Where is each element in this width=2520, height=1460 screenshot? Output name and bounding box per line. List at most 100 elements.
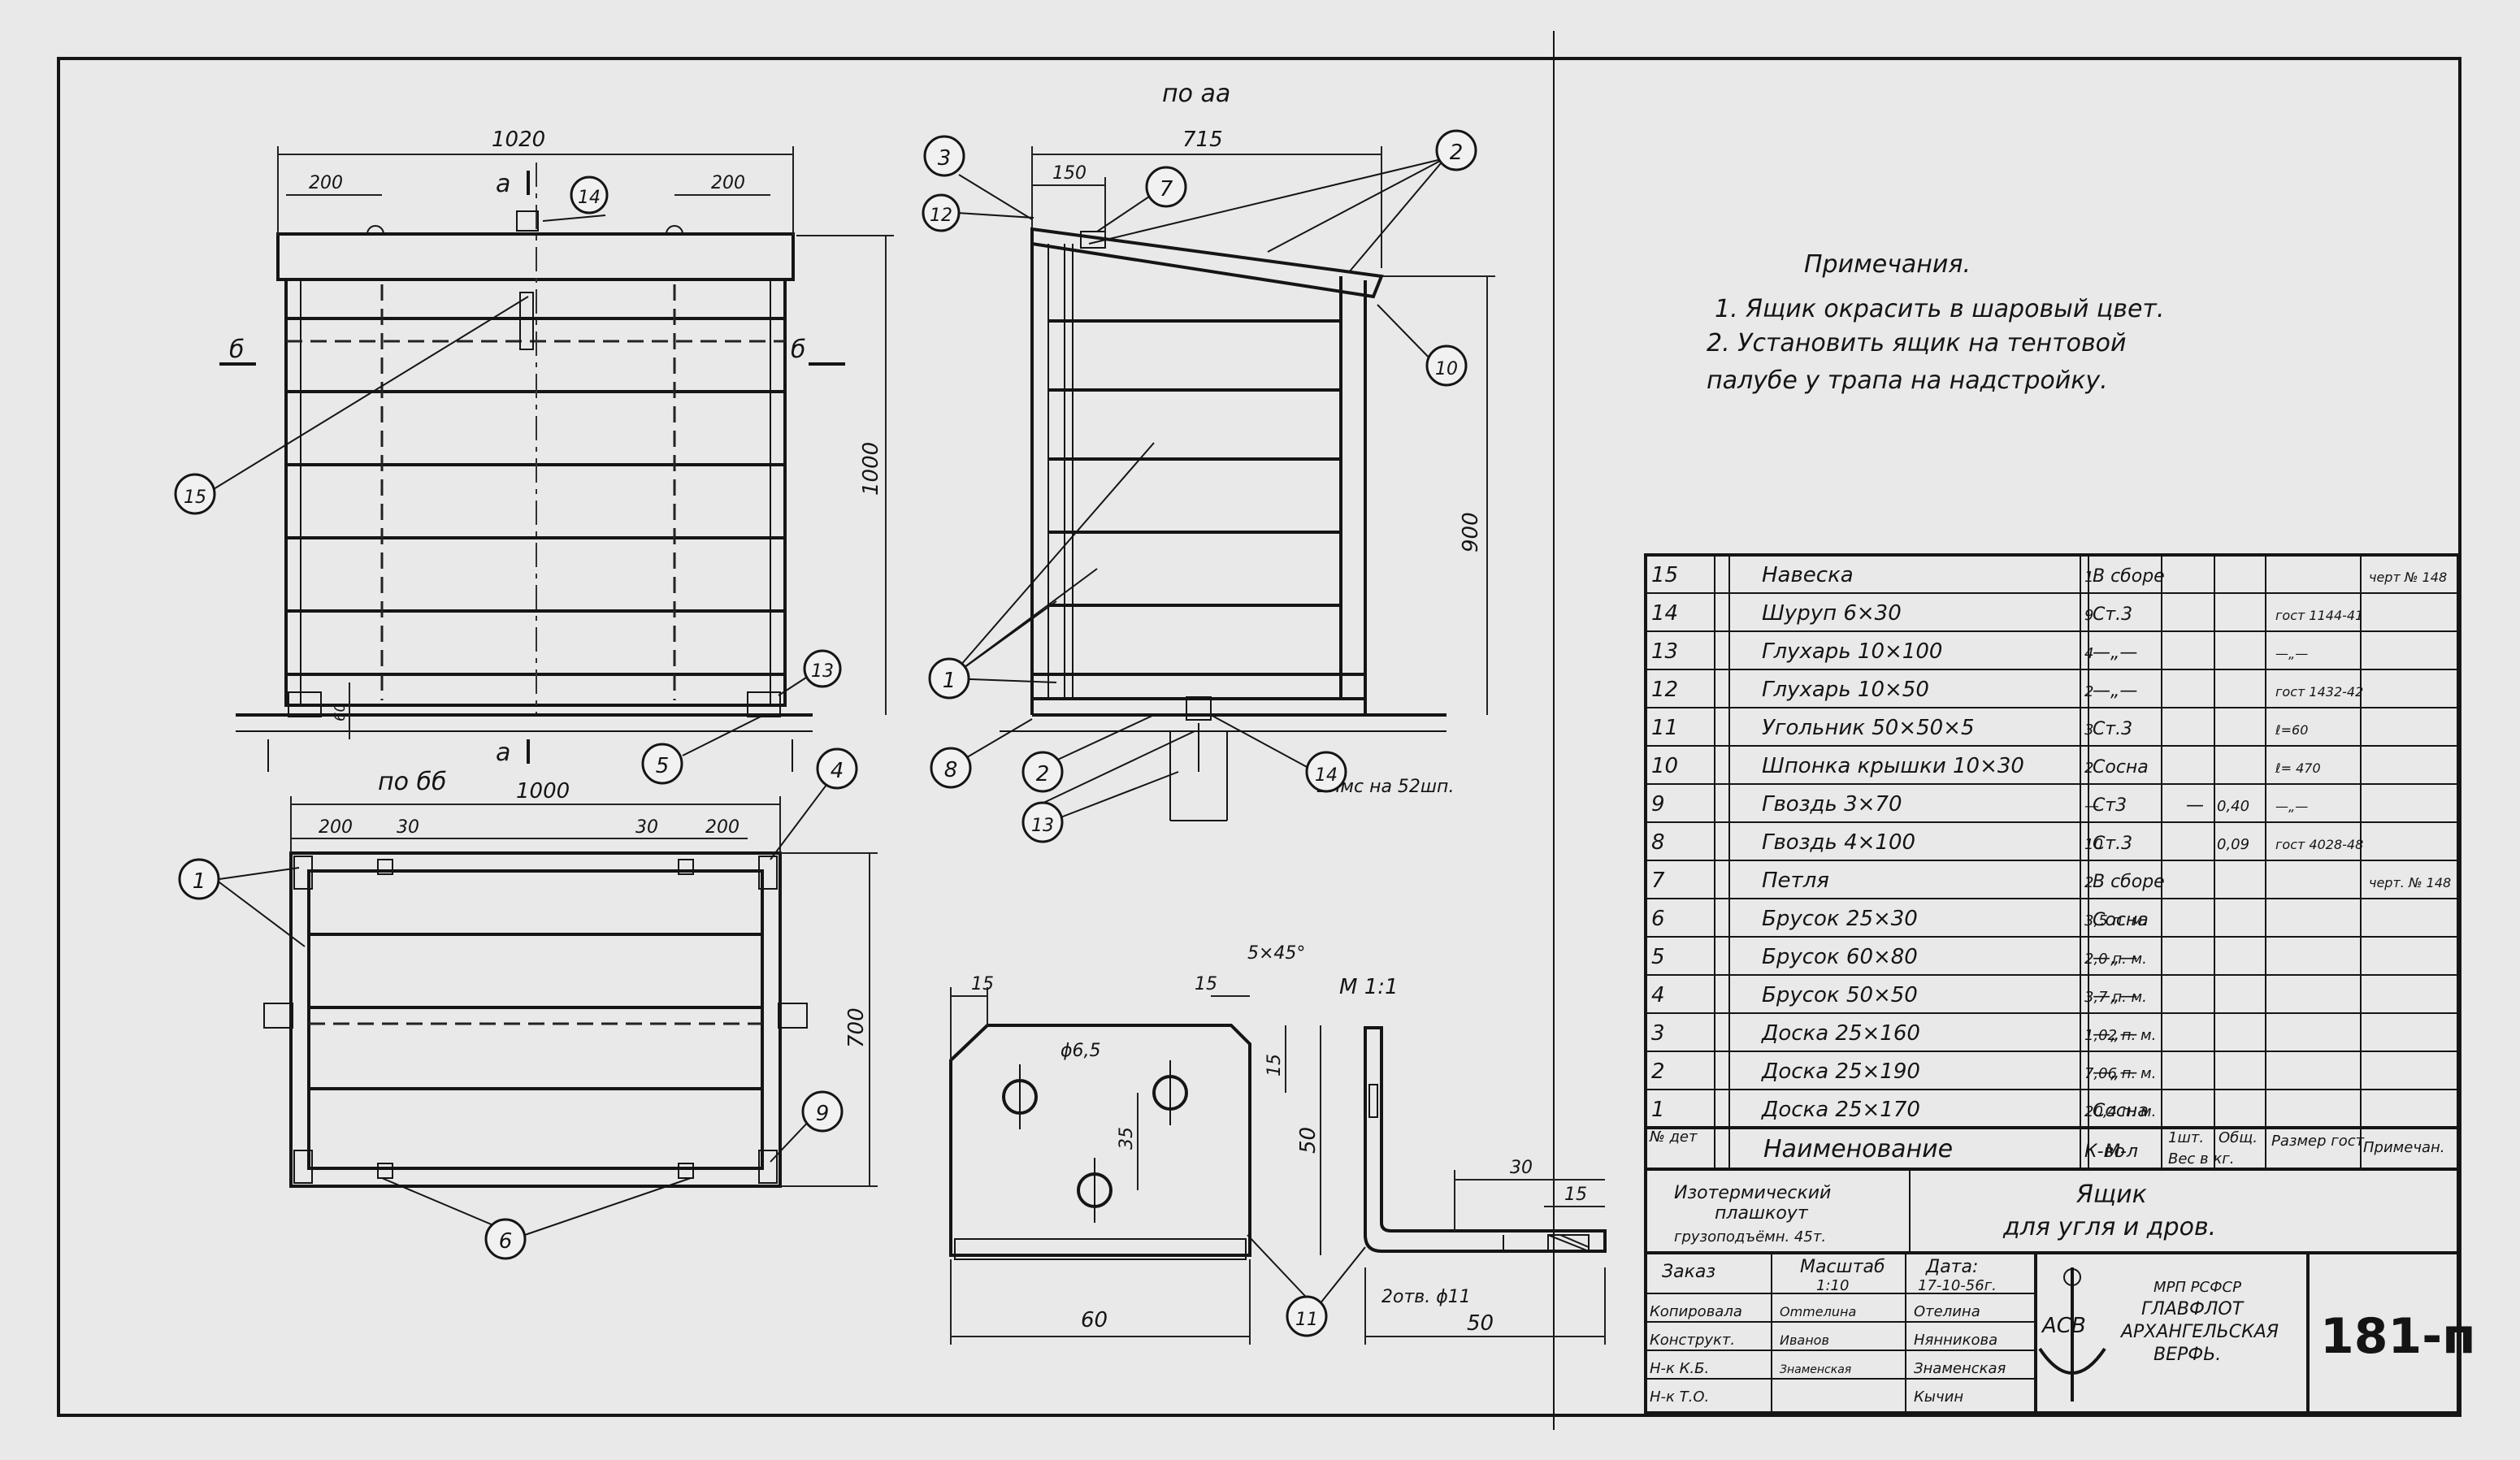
dim-det-35: 35 (1117, 1127, 1137, 1150)
item-line-2: для угля и дров. (2002, 1213, 2216, 1241)
scale-label: Масштаб (1800, 1257, 1885, 1277)
cell-size: ℓ= 470 (2275, 760, 2321, 776)
callout-10: 10 (1425, 344, 1468, 387)
callout-12: 12 (922, 193, 961, 232)
org-line-4: ВЕРФЬ. (2153, 1345, 2221, 1365)
cell-name: Доска 25×160 (1761, 1021, 1920, 1046)
cell-size: гост 1144-41 (2275, 608, 2363, 623)
header-name: Наименование (1763, 1135, 1953, 1163)
cell-name: Доска 25×170 (1761, 1098, 1920, 1122)
callout-13-front: 13 (803, 649, 842, 688)
callout-14-front: 14 (570, 175, 609, 214)
leader-lines (209, 158, 1446, 1309)
cell-qty: 9 (2084, 607, 2093, 624)
svg-text:4: 4 (831, 759, 844, 783)
svg-text:1: 1 (193, 869, 206, 894)
vessel-line-3: грузоподъёмн. 45т. (1674, 1228, 1826, 1246)
role-head-to: Н-к Т.О. (1650, 1389, 1709, 1406)
callout-6: 6 (484, 1218, 527, 1260)
cell-qty: 2,0 п. м. (2084, 951, 2147, 968)
svg-text:10: 10 (1435, 359, 1458, 379)
dim-prof-holes: 2отв. ϕ11 (1381, 1287, 1471, 1307)
cell-size: гост 1432-42 (2275, 684, 2363, 700)
dim-prof-50: 50 (1467, 1311, 1494, 1336)
detail-scale: М 1:1 (1339, 975, 1399, 999)
date-label: Дата: (1925, 1257, 1978, 1277)
scale-value: 1:10 (1816, 1277, 1849, 1294)
cell-qty: 2 (2084, 760, 2093, 777)
cell-name: Брусок 60×80 (1762, 945, 1918, 969)
svg-text:13: 13 (1031, 816, 1054, 836)
dim-prof-30: 30 (1510, 1158, 1533, 1178)
cell-no: 3 (1651, 1021, 1665, 1046)
svg-text:2: 2 (1450, 141, 1464, 165)
cell-qty: — (2084, 798, 2099, 815)
callout-14-section: 14 (1305, 751, 1347, 793)
dim-plan-depth: 700 (844, 1007, 869, 1048)
dim-det-50-v: 50 (1296, 1127, 1321, 1154)
dim-det-60: 60 (1081, 1308, 1108, 1332)
role-head-kb: Н-к К.Б. (1650, 1360, 1709, 1377)
sign-head-kb: Знаменская (1780, 1363, 1851, 1376)
section-bb-dimensions: 1000 200 30 30 200 700 (290, 779, 878, 1187)
order-label: Заказ (1662, 1262, 1715, 1282)
svg-text:9: 9 (816, 1102, 830, 1126)
cell-size: гост 4028-48 (2275, 837, 2363, 852)
cell-name: Петля (1762, 869, 1829, 893)
cell-mat: Сосна (2093, 1101, 2149, 1121)
front-dimensions: 1020 200 200 а а 1000 60 б б (219, 128, 894, 767)
cell-qty: 4 (2084, 645, 2093, 662)
cell-name: Шпонка крышки 10×30 (1762, 754, 2024, 778)
org-logo: АСВ (2038, 1267, 2106, 1402)
detail-bracket-profile (1364, 1026, 1607, 1253)
dim-plan-left: 200 (319, 817, 353, 838)
header-mat: М-л (2105, 1142, 2138, 1162)
cell-no: 15 (1651, 563, 1678, 587)
cell-mat: В сборе (2093, 566, 2165, 587)
cell-qty: 3,5 п. м. (2084, 912, 2147, 929)
vessel-line-2: плашкоут (1715, 1203, 1809, 1224)
callout-5: 5 (641, 743, 683, 785)
cell-no: 7 (1651, 869, 1665, 893)
section-mark-a-top: а (496, 170, 510, 198)
dim-plan-right: 200 (705, 817, 740, 838)
cell-name: Глухарь 10×50 (1762, 678, 1929, 702)
svg-text:5: 5 (656, 754, 670, 778)
callout-3: 3 (923, 135, 965, 177)
section-bb-view (263, 851, 808, 1188)
sign-designer: Иванов (1780, 1332, 1829, 1348)
cell-no: 2 (1651, 1059, 1665, 1084)
title-block: Изотермический плашкоут грузоподъёмн. 45… (1644, 1168, 2476, 1415)
cell-name: Гвоздь 3×70 (1762, 792, 1902, 817)
dim-det-15-v: 15 (1264, 1054, 1285, 1077)
cell-mat: —„— (2093, 1063, 2137, 1083)
cell-note: черт. № 148 (2369, 875, 2451, 890)
dim-side-width: 715 (1182, 128, 1223, 152)
cell-size: —„— (2275, 646, 2308, 661)
cell-name: Глухарь 10×100 (1762, 639, 1942, 664)
cell-mat: Ст.3 (2093, 604, 2132, 625)
header-no: № дет (1649, 1129, 1698, 1146)
item-line-1: Ящик (2075, 1181, 2147, 1209)
sign-copy: Ommeлuна (1780, 1304, 1856, 1319)
svg-text:15: 15 (184, 487, 206, 508)
svg-text:7: 7 (1160, 177, 1173, 201)
cell-no: 5 (1651, 945, 1665, 969)
svg-text:2: 2 (1036, 762, 1050, 786)
cell-qty: 3,7 п. м. (2084, 989, 2147, 1006)
cell-qty: 2 (2084, 683, 2093, 700)
svg-text:3: 3 (938, 146, 952, 171)
cell-no: 4 (1651, 983, 1665, 1007)
notes-title: Примечания. (1804, 250, 1971, 279)
logo-text: АСВ (2041, 1314, 2086, 1338)
dim-front-height: 1000 (859, 442, 883, 496)
cell-name: Угольник 50×50×5 (1762, 716, 1975, 740)
name-copy: Отелина (1914, 1303, 1980, 1320)
cell-no: 10 (1651, 754, 1678, 778)
dim-front-right: 200 (711, 173, 745, 193)
